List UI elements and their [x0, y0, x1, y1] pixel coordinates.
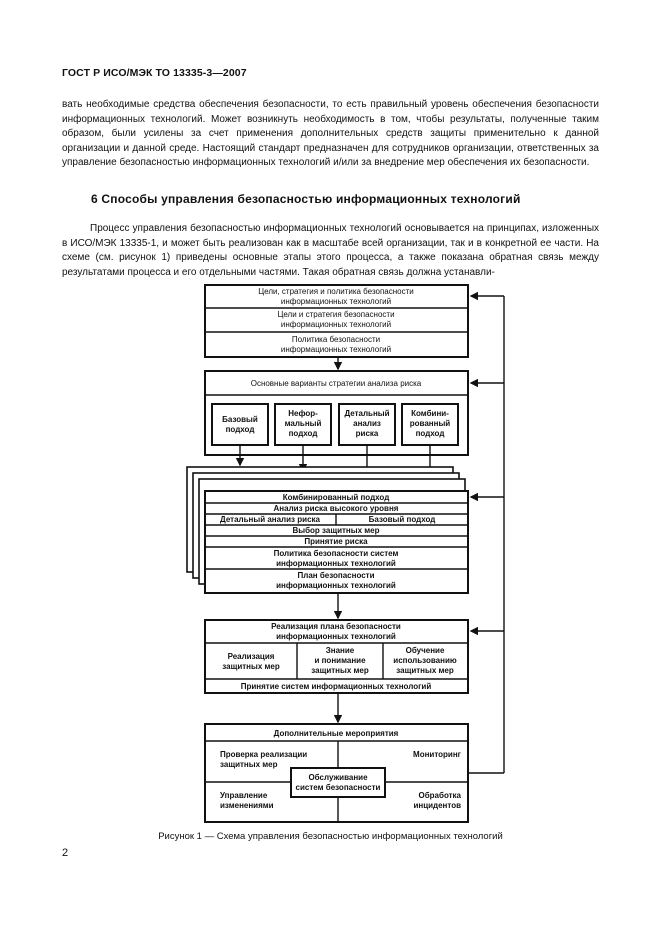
- b3-row3-left: Детальный анализ риска: [220, 515, 321, 524]
- b5-top-left-l1: Проверка реализации: [220, 750, 307, 759]
- b5-center-l1: Обслуживание: [308, 773, 368, 782]
- b4-title-l1: Реализация плана безопасности: [271, 622, 401, 631]
- b4-cell2-l1: Знание: [326, 646, 355, 655]
- b2-opt1-l1: Базовый: [222, 415, 258, 424]
- b2-opt3-l2: анализ: [353, 419, 381, 428]
- b4-cell3-l2: использованию: [393, 656, 457, 665]
- paragraph-continuation: вать необходимые средства обеспечения бе…: [62, 99, 599, 169]
- section-heading: 6 Способы управления безопасностью инфор…: [91, 192, 521, 206]
- b1-row2-line2: информационных технологий: [281, 320, 391, 329]
- b3-row4: Выбор защитных мер: [292, 526, 379, 535]
- b4-footer: Принятие систем информационных технологи…: [241, 682, 432, 691]
- b4-title-l2: информационных технологий: [276, 632, 396, 641]
- b3-row2: Анализ риска высокого уровня: [274, 504, 399, 513]
- b5-bottom-left-l2: изменениями: [220, 801, 274, 810]
- b2-opt3-l1: Детальный: [344, 409, 389, 418]
- b2-opt4-l3: подход: [416, 429, 445, 438]
- b1-row3-line2: информационных технологий: [281, 345, 391, 354]
- b1-row3-line1: Политика безопасности: [292, 335, 380, 344]
- b2-title: Основные варианты стратегии анализа риск…: [251, 379, 422, 388]
- document-header: ГОСТ Р ИСО/МЭК ТО 13335-3—2007: [62, 67, 247, 79]
- b5-center-l2: систем безопасности: [296, 783, 381, 792]
- b4-cell2-l3: защитных мер: [311, 666, 369, 675]
- b3-row3-right: Базовый подход: [369, 515, 436, 524]
- b5-title: Дополнительные мероприятия: [274, 729, 399, 738]
- b2-opt2-l2: мальный: [285, 419, 322, 428]
- page-number: 2: [62, 847, 69, 859]
- b4-cell3-l1: Обучение: [406, 646, 445, 655]
- b4-cell1-l2: защитных мер: [222, 662, 280, 671]
- b2-opt2-l3: подход: [289, 429, 318, 438]
- b1-row2-line1: Цели и стратегия безопасности: [277, 310, 394, 319]
- paragraph-process: Процесс управления безопасностью информа…: [62, 223, 599, 278]
- b2-opt4-l1: Комбини-: [411, 409, 449, 418]
- b2-opt3-l3: риска: [356, 429, 379, 438]
- b3-row7-l1: План безопасности: [297, 571, 374, 580]
- b3-row5: Принятие риска: [304, 537, 368, 546]
- b3-row7-l2: информационных технологий: [276, 581, 396, 590]
- b3-row6-l2: информационных технологий: [276, 559, 396, 568]
- b5-bottom-right-l1: Обработка: [419, 791, 462, 800]
- b5-bottom-left-l1: Управление: [220, 791, 268, 800]
- b5-top-left-l2: защитных мер: [220, 760, 278, 769]
- b4-cell2-l2: и понимание: [314, 656, 366, 665]
- b1-row1-line1: Цели, стратегия и политика безопасности: [258, 287, 414, 296]
- b2-opt4-l2: рованный: [410, 419, 451, 428]
- b3-row6-l1: Политика безопасности систем: [274, 549, 399, 558]
- b4-cell1-l1: Реализация: [228, 652, 275, 661]
- b1-row1-line2: информационных технологий: [281, 297, 391, 306]
- b2-opt1-l2: подход: [226, 425, 255, 434]
- b3-row1: Комбинированный подход: [283, 493, 390, 502]
- figure-caption: Рисунок 1 — Схема управления безопасност…: [158, 831, 503, 842]
- b2-opt2-l1: Нефор-: [288, 409, 318, 418]
- b5-bottom-right-l2: инцидентов: [413, 801, 461, 810]
- b4-cell3-l3: защитных мер: [396, 666, 454, 675]
- b5-top-right: Мониторинг: [413, 750, 462, 759]
